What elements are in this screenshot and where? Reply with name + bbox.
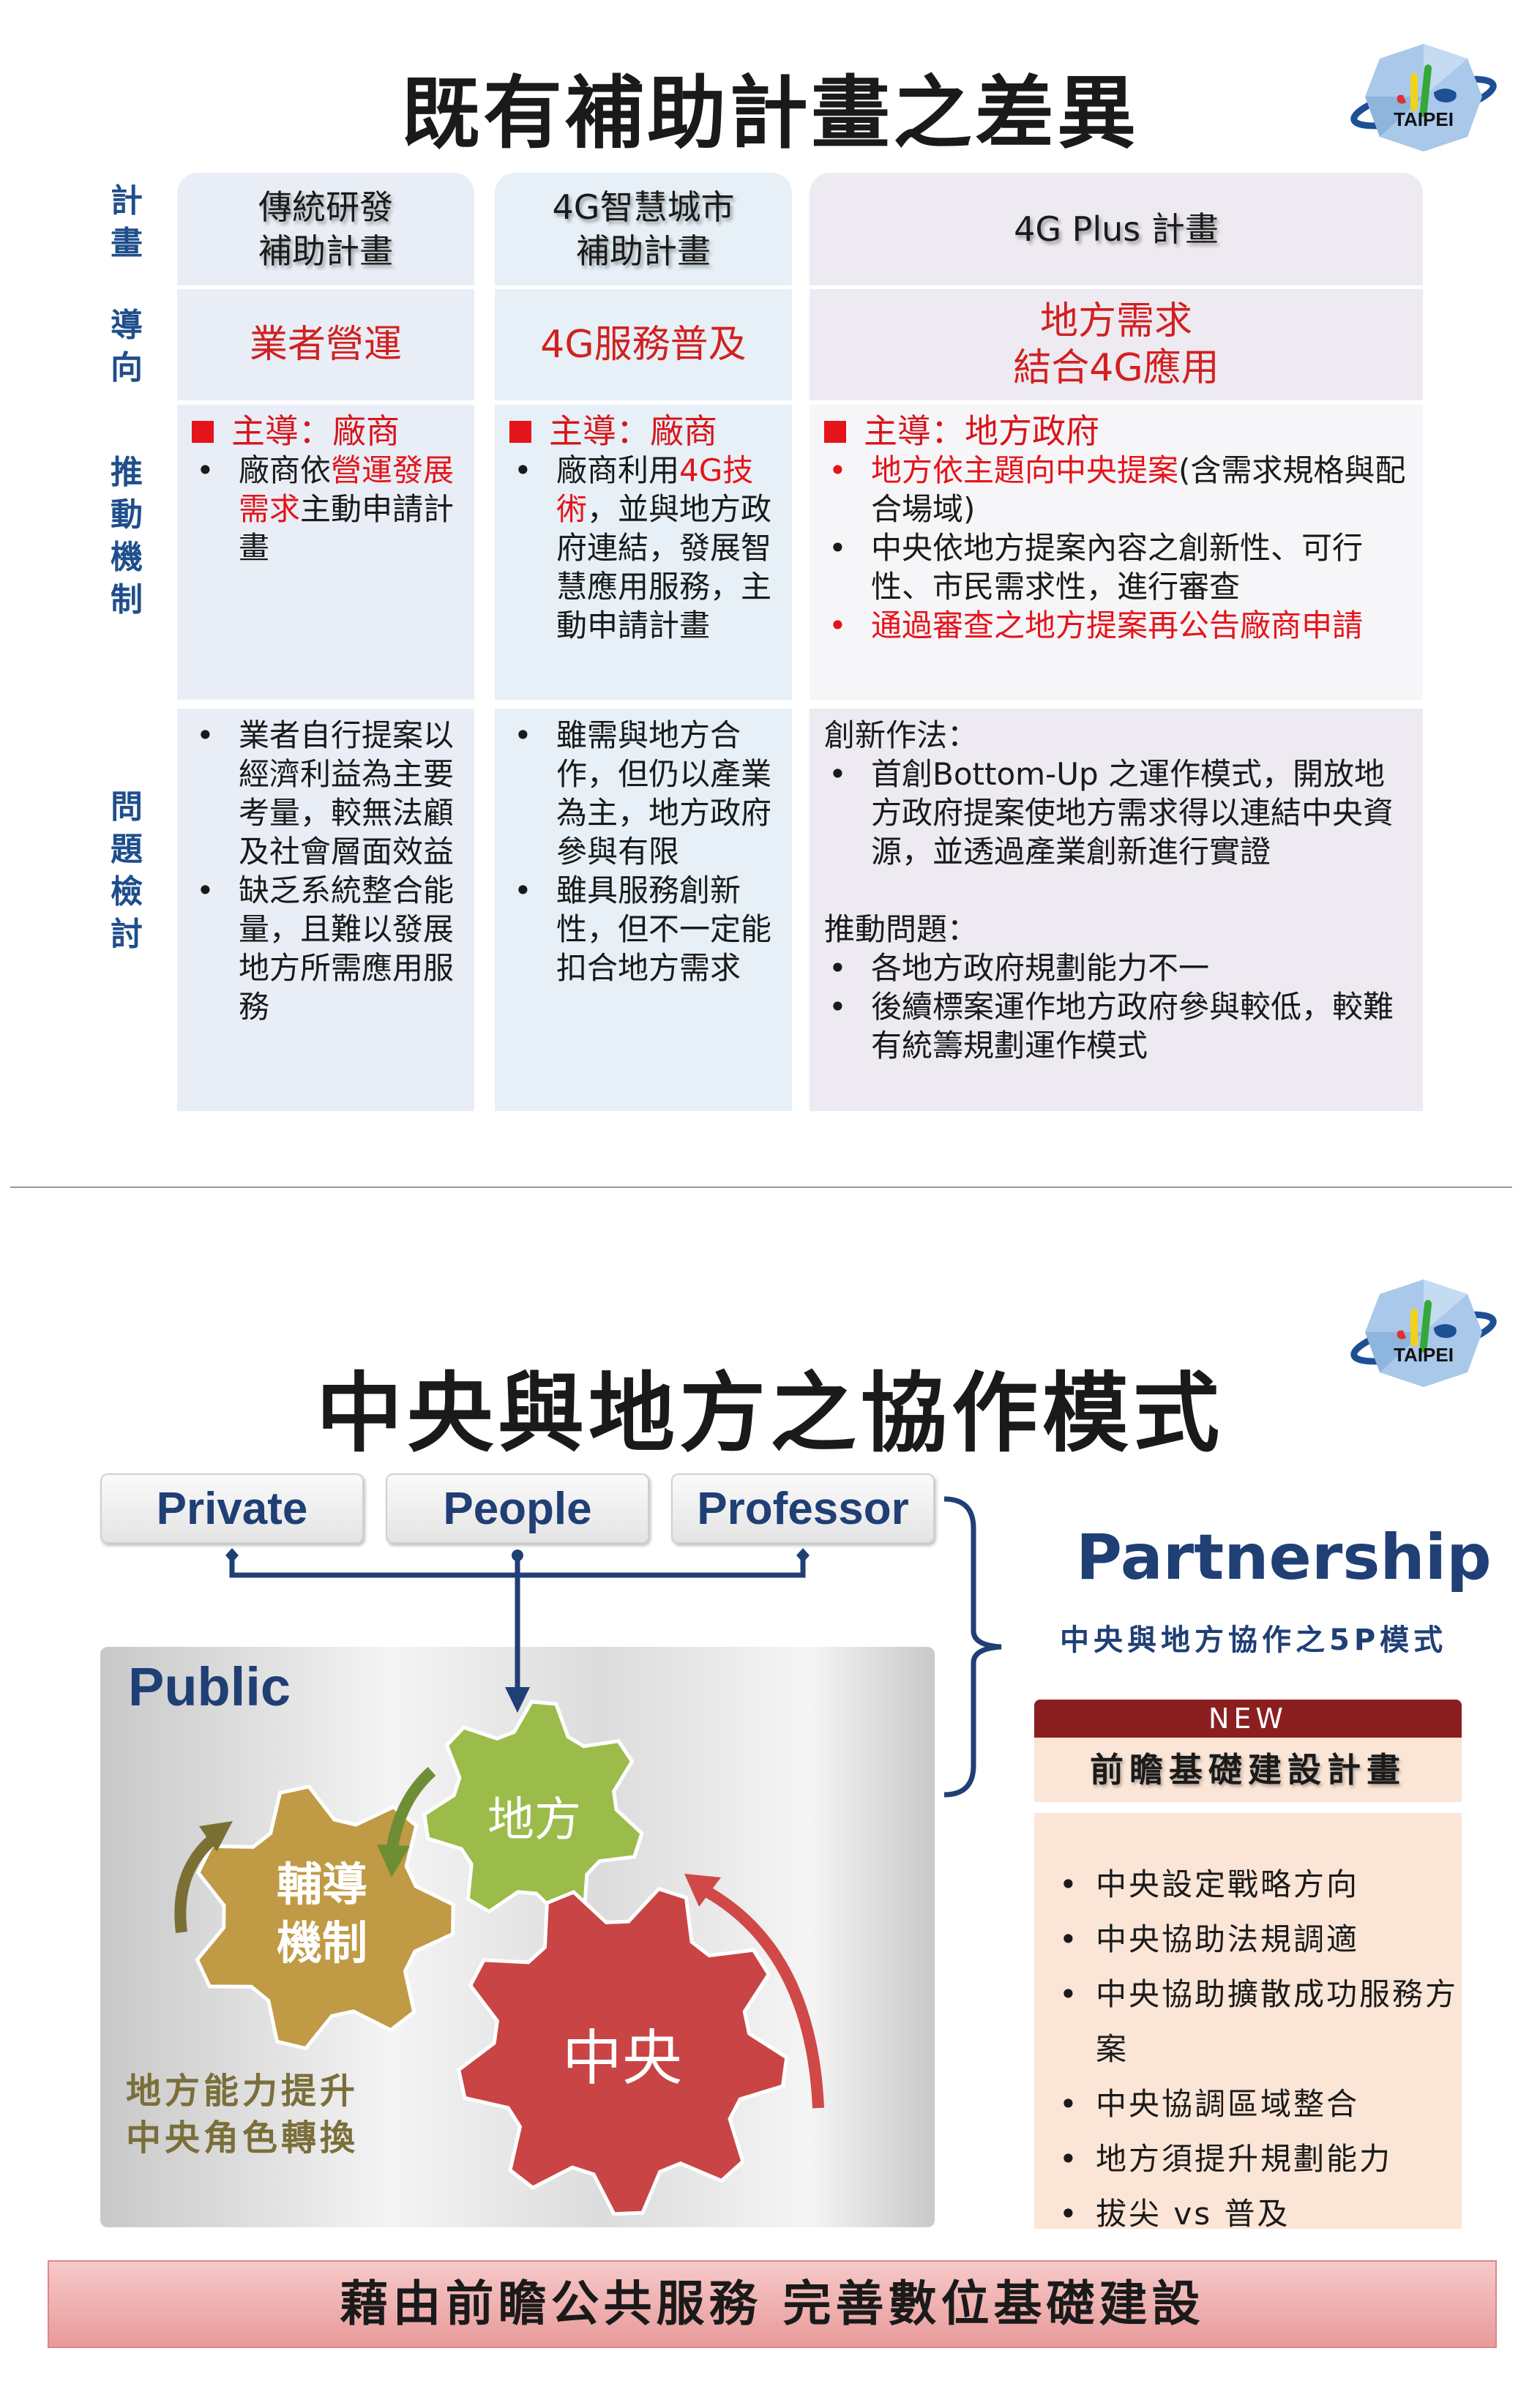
mechanism-text: 4G技術 xyxy=(556,452,754,527)
mechanism-list: 地方依主題向中央提案(含需求規格與配合場域)中央依地方提案內容之創新性、可行性、… xyxy=(824,451,1408,645)
rotation-arrow-gold-icon xyxy=(174,1836,215,1933)
col3-issues: 創新作法： 首創Bottom-Up 之運作模式，開放地方政府提案使地方需求得以連… xyxy=(810,709,1423,1111)
plan-item: 中央設定戰略方向 xyxy=(1055,1857,1462,1912)
mechanism-text: 地方依主題向中央提案 xyxy=(871,452,1179,488)
gear-guidance-line: 輔導 xyxy=(276,1858,367,1911)
taipei-logo: TAIPEI xyxy=(1350,44,1497,152)
gear-guidance-label: 輔導機制 xyxy=(242,1855,403,1973)
mechanism-text: 廠商依 xyxy=(239,452,332,488)
innovation-label: 創新作法： xyxy=(824,717,979,753)
plan-list: 中央設定戰略方向中央協助法規調適中央協助擴散成功服務方案中央協調區域整合地方須提… xyxy=(1055,1857,1462,2241)
plan-item: 地方須提升規劃能力 xyxy=(1055,2131,1462,2186)
slide1-title: 既有補助計畫之差異 xyxy=(400,68,1139,160)
col2-orientation: 4G服務普及 xyxy=(495,289,792,400)
plan-item: 中央協助法規調適 xyxy=(1055,1912,1462,1967)
mechanism-item: 廠商利用4G技術，並與地方政府連結，發展智慧應用服務，主動申請計畫 xyxy=(509,451,777,645)
caption: 地方能力提升中央角色轉換 xyxy=(126,2068,359,2161)
issue-item: 雖需與地方合作，但仍以產業為主，地方政府參與有限 xyxy=(509,716,777,871)
innovation-item: 首創Bottom-Up 之運作模式，開放地方政府提案使地方需求得以連結中央資源，… xyxy=(824,755,1408,871)
square-bullet-icon xyxy=(509,420,531,443)
plan-item: 拔尖 vs 普及 xyxy=(1055,2186,1462,2241)
issue-item: 缺乏系統整合能量，且難以發展地方所需應用服務 xyxy=(192,871,460,1026)
gear-guidance-line: 機制 xyxy=(276,1916,367,1970)
mechanism-text: 主動申請計畫 xyxy=(239,491,455,566)
people-box: People xyxy=(386,1473,649,1544)
mechanism-list: 廠商依營運發展需求主動申請計畫 xyxy=(192,451,460,567)
plan-item: 中央協助擴散成功服務方案 xyxy=(1055,1967,1462,2077)
col2-mechanism: 主導：廠商 廠商利用4G技術，並與地方政府連結，發展智慧應用服務，主動申請計畫 xyxy=(495,405,792,700)
slide2-title: 中央與地方之協作模式 xyxy=(315,1363,1224,1464)
col3-orientation-line: 地方需求 xyxy=(1039,299,1192,343)
mechanism-text: (含需求規格與配合場域) xyxy=(871,452,1406,527)
col1-orientation: 業者營運 xyxy=(177,289,474,400)
problem-item: 後續標案運作地方政府參與較低，較難有統籌規劃運作模式 xyxy=(824,987,1408,1065)
lead-text: 主導：廠商 xyxy=(231,411,400,451)
mechanism-item: 廠商依營運發展需求主動申請計畫 xyxy=(192,451,460,567)
svg-text:TAIPEI: TAIPEI xyxy=(1394,1344,1454,1366)
col3-header: 4G Plus 計畫 xyxy=(810,173,1423,285)
problems-label: 推動問題： xyxy=(824,911,979,947)
problem-item: 各地方政府規劃能力不一 xyxy=(824,949,1408,987)
rotation-arrow-red-icon xyxy=(698,1883,824,2109)
mechanism-text: 營運發展需求 xyxy=(239,452,455,527)
issue-item: 業者自行提案以經濟利益為主要考量，較無法顧及社會層面效益 xyxy=(192,716,460,871)
mechanism-item: 地方依主題向中央提案(含需求規格與配合場域) xyxy=(824,451,1408,528)
plan-list-box: 中央設定戰略方向中央協助法規調適中央協助擴散成功服務方案中央協調區域整合地方須提… xyxy=(1034,1813,1462,2241)
col2-header-line: 4G智慧城市 xyxy=(552,187,735,227)
mechanism-text: 通過審查之地方提案再公告廠商申請 xyxy=(871,608,1364,643)
caption-line: 中央角色轉換 xyxy=(126,2118,359,2158)
row-label-orientation: 導向 xyxy=(111,307,143,386)
square-bullet-icon xyxy=(192,420,214,443)
square-bullet-icon xyxy=(824,420,846,443)
arrow-down-icon xyxy=(505,1687,530,1713)
mechanism-text: 中央依地方提案內容之創新性、可行性、市民需求性，進行審查 xyxy=(871,530,1364,605)
gear-central-label: 中央 xyxy=(561,2024,682,2093)
row-label-mechanism: 推動機制 xyxy=(111,454,143,618)
issue-item: 雖具服務創新性，但不一定能扣合地方需求 xyxy=(509,871,777,987)
col2-header: 4G智慧城市補助計畫 xyxy=(495,173,792,285)
connector-lines xyxy=(229,1555,806,1691)
svg-text:TAIPEI: TAIPEI xyxy=(1394,108,1454,130)
partnership-heading: Partnership xyxy=(1076,1521,1492,1594)
public-label: Public xyxy=(128,1656,291,1717)
col2-issues: 雖需與地方合作，但仍以產業為主，地方政府參與有限雖具服務創新性，但不一定能扣合地… xyxy=(495,709,792,1111)
gear-local-label: 地方 xyxy=(487,1793,581,1847)
brace-icon xyxy=(943,1496,1002,1798)
partnership-subtitle: 中央與地方協作之5P模式 xyxy=(1060,1623,1448,1657)
rotation-arrow-green-icon xyxy=(386,1767,436,1853)
lead-text: 主導：廠商 xyxy=(549,411,717,451)
col1-header: 傳統研發補助計畫 xyxy=(177,173,474,285)
mechanism-item: 通過審查之地方提案再公告廠商申請 xyxy=(824,606,1408,645)
taipei-logo: TAIPEI xyxy=(1350,1279,1497,1387)
bottom-banner: 藉由前瞻公共服務 完善數位基礎建設 xyxy=(48,2260,1497,2348)
col3-orientation: 地方需求結合4G應用 xyxy=(810,289,1423,400)
new-badge: NEW xyxy=(1034,1700,1462,1738)
col2-header-line: 補助計畫 xyxy=(575,231,711,271)
mechanism-text: 廠商利用 xyxy=(556,452,680,488)
mechanism-list: 廠商利用4G技術，並與地方政府連結，發展智慧應用服務，主動申請計畫 xyxy=(509,451,777,645)
mechanism-item: 中央依地方提案內容之創新性、可行性、市民需求性，進行審查 xyxy=(824,528,1408,606)
col3-orientation-line: 結合4G應用 xyxy=(1013,346,1219,390)
row-label-issues: 問題檢討 xyxy=(111,788,143,953)
collaboration-diagram xyxy=(174,1496,1002,2216)
col1-header-line: 補助計畫 xyxy=(258,231,393,271)
col1-mechanism: 主導：廠商 廠商依營運發展需求主動申請計畫 xyxy=(177,405,474,700)
private-box: Private xyxy=(100,1473,364,1544)
col1-issues: 業者自行提案以經濟利益為主要考量，較無法顧及社會層面效益缺乏系統整合能量，且難以… xyxy=(177,709,474,1111)
lead-text: 主導：地方政府 xyxy=(864,411,1099,451)
col3-mechanism: 主導：地方政府 地方依主題向中央提案(含需求規格與配合場域)中央依地方提案內容之… xyxy=(810,405,1423,700)
slide-divider xyxy=(10,1186,1512,1188)
col1-header-line: 傳統研發 xyxy=(258,187,393,227)
row-label-plan: 計畫 xyxy=(111,182,143,262)
plan-title: 前瞻基礎建設計畫 xyxy=(1034,1738,1462,1802)
col3-header-line: 4G Plus 計畫 xyxy=(1014,209,1219,249)
gear-central xyxy=(456,1886,789,2216)
mechanism-text: ，並與地方政府連結，發展智慧應用服務，主動申請計畫 xyxy=(556,491,772,643)
professor-box: Professor xyxy=(671,1473,935,1544)
caption-line: 地方能力提升 xyxy=(126,2071,359,2112)
plan-item: 中央協調區域整合 xyxy=(1055,2077,1462,2131)
